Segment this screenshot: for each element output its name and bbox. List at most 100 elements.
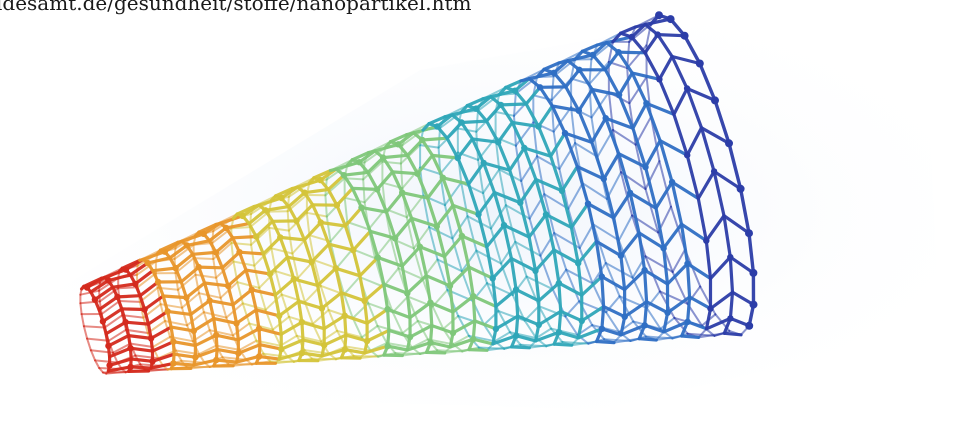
carbon-atom bbox=[350, 247, 357, 254]
carbon-bond bbox=[285, 255, 296, 281]
carbon-bond bbox=[712, 169, 726, 218]
carbon-bond bbox=[448, 337, 475, 349]
carbon-bond bbox=[485, 223, 506, 249]
carbon-bond bbox=[86, 337, 110, 342]
carbon-bond bbox=[442, 254, 452, 288]
carbon-bond bbox=[203, 281, 230, 288]
carbon-bond bbox=[123, 320, 150, 326]
carbon-bond bbox=[107, 346, 133, 359]
carbon-bond bbox=[728, 255, 735, 294]
carbon-bond bbox=[509, 256, 518, 292]
carbon-atom bbox=[308, 258, 315, 266]
carbon-bond bbox=[604, 116, 635, 130]
carbon-bond bbox=[516, 314, 541, 327]
carbon-bond bbox=[365, 307, 390, 325]
carbon-bond bbox=[80, 313, 85, 328]
carbon-bond bbox=[601, 305, 627, 319]
carbon-bond bbox=[644, 101, 676, 117]
carbon-bond bbox=[389, 133, 409, 144]
carbon-bond bbox=[107, 328, 127, 342]
carbon-bond bbox=[696, 196, 708, 243]
carbon-atom bbox=[680, 31, 689, 40]
carbon-bond bbox=[514, 314, 520, 338]
carbon-bond bbox=[368, 229, 380, 260]
carbon-atom bbox=[666, 15, 675, 24]
carbon-bond bbox=[428, 341, 452, 349]
carbon-atom bbox=[458, 119, 465, 126]
carbon-bond bbox=[107, 357, 133, 367]
carbon-bond bbox=[363, 344, 390, 355]
carbon-bond bbox=[573, 49, 585, 62]
carbon-bond bbox=[360, 324, 379, 339]
carbon-atom bbox=[406, 333, 414, 341]
carbon-bond bbox=[467, 161, 486, 186]
carbon-bond bbox=[451, 294, 475, 314]
carbon-atom bbox=[127, 345, 134, 352]
carbon-bond bbox=[302, 238, 314, 264]
carbon-bond bbox=[436, 258, 463, 273]
carbon-bond bbox=[460, 234, 471, 269]
carbon-atom bbox=[206, 297, 213, 304]
carbon-bond bbox=[214, 333, 240, 342]
carbon-bond bbox=[514, 288, 541, 303]
carbon-bond bbox=[491, 334, 518, 346]
carbon-bond bbox=[247, 208, 267, 226]
carbon-bond bbox=[576, 327, 604, 340]
carbon-bond bbox=[466, 215, 478, 252]
carbon-bond bbox=[525, 275, 554, 291]
carbon-bond bbox=[351, 248, 362, 278]
carbon-bond bbox=[250, 288, 258, 312]
carbon-bond bbox=[208, 329, 234, 337]
carbon-bond bbox=[477, 158, 485, 195]
carbon-bond bbox=[236, 281, 261, 289]
carbon-bond bbox=[297, 299, 304, 324]
carbon-bond bbox=[428, 301, 434, 328]
carbon-bond bbox=[351, 229, 372, 252]
carbon-atom bbox=[213, 332, 220, 339]
carbon-bond bbox=[375, 170, 395, 191]
carbon-bond bbox=[552, 248, 561, 285]
carbon-bond bbox=[138, 280, 160, 298]
carbon-bond bbox=[504, 204, 517, 243]
carbon-bond bbox=[181, 306, 189, 327]
carbon-bond bbox=[261, 252, 272, 276]
carbon-bond bbox=[174, 252, 195, 270]
carbon-bond bbox=[470, 137, 486, 165]
carbon-atom bbox=[660, 245, 667, 252]
carbon-bond bbox=[722, 214, 732, 259]
carbon-bond bbox=[604, 116, 621, 156]
carbon-atom bbox=[172, 264, 179, 272]
carbon-atom bbox=[427, 299, 434, 306]
carbon-atom bbox=[727, 253, 734, 261]
carbon-bond bbox=[264, 293, 283, 311]
carbon-bond bbox=[637, 337, 658, 342]
carbon-atom bbox=[391, 235, 399, 242]
carbon-bond bbox=[441, 176, 455, 207]
carbon-bond bbox=[445, 136, 460, 160]
carbon-bond bbox=[230, 226, 251, 230]
carbon-bond bbox=[279, 334, 298, 347]
carbon-atom bbox=[317, 219, 324, 226]
carbon-bond bbox=[600, 305, 606, 331]
carbon-atom bbox=[555, 279, 563, 287]
carbon-bond bbox=[704, 307, 713, 331]
carbon-bond bbox=[89, 278, 111, 294]
carbon-atom bbox=[433, 223, 440, 230]
carbon-atom bbox=[535, 123, 542, 130]
carbon-bond bbox=[514, 288, 520, 318]
carbon-bond bbox=[607, 91, 614, 131]
carbon-atom bbox=[550, 69, 558, 77]
carbon-bond bbox=[537, 305, 553, 330]
carbon-bond bbox=[671, 332, 689, 340]
carbon-bond bbox=[381, 153, 410, 160]
carbon-bond bbox=[658, 139, 674, 184]
carbon-bond bbox=[118, 300, 141, 303]
carbon-bond bbox=[106, 273, 132, 283]
carbon-bond bbox=[158, 240, 180, 252]
carbon-atom bbox=[290, 275, 297, 283]
carbon-atom bbox=[341, 346, 348, 353]
carbon-bond bbox=[351, 317, 363, 339]
carbon-bond bbox=[559, 309, 584, 323]
carbon-bond bbox=[504, 79, 523, 90]
carbon-atom bbox=[615, 49, 622, 56]
